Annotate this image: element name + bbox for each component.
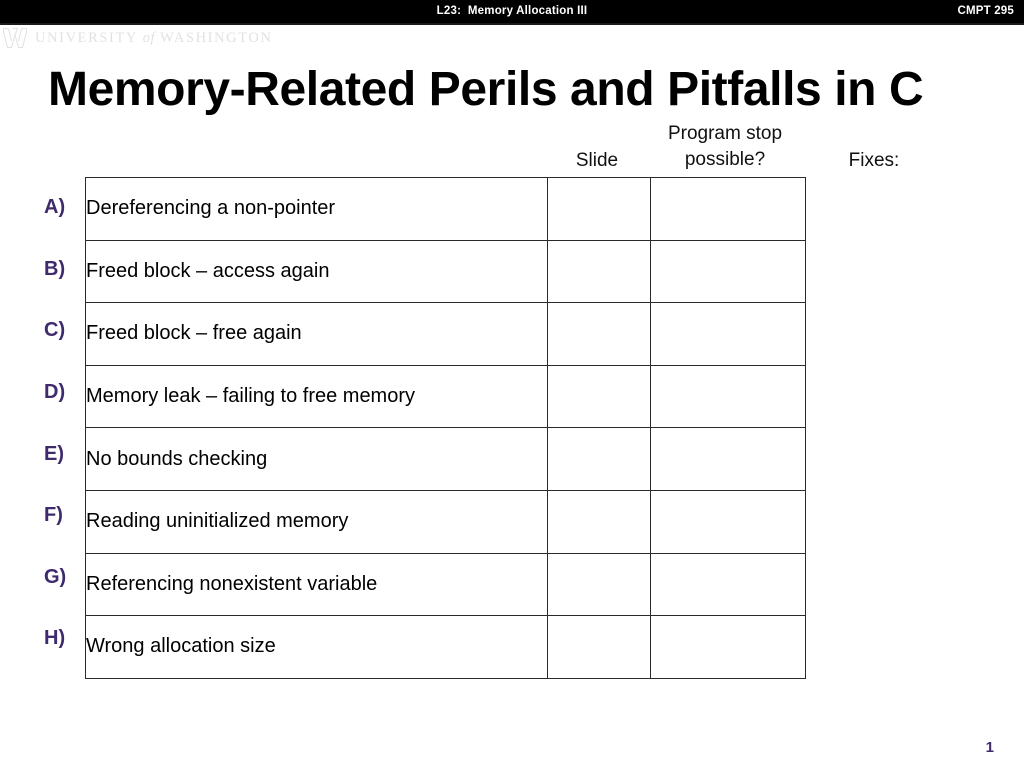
row-letter: H) <box>44 627 66 650</box>
program-stop-cell[interactable] <box>650 552 806 617</box>
column-header-program-stop-line1: Program stop <box>667 123 783 144</box>
table-row: Memory leak – failing to free memory <box>85 364 806 429</box>
peril-description-cell: No bounds checking <box>85 427 548 491</box>
banner-lecture-title: L23: Memory Allocation III <box>436 5 588 17</box>
program-stop-cell[interactable] <box>650 427 806 491</box>
peril-description-cell: Referencing nonexistent variable <box>85 552 548 617</box>
uw-wordmark-washington: WASHINGTON <box>160 29 273 46</box>
row-letter: F) <box>44 504 63 527</box>
table-row: Freed block – access again <box>85 239 806 304</box>
column-header-slide: Slide <box>575 150 619 171</box>
peril-description-cell: Reading uninitialized memory <box>85 489 548 554</box>
row-letter: E) <box>44 442 64 465</box>
uw-wordmark-university: UNIVERSITY <box>35 29 138 46</box>
uw-logo: UNIVERSITY of WASHINGTON <box>2 25 273 51</box>
table-row: Reading uninitialized memory <box>85 489 806 554</box>
table-row: Wrong allocation size <box>85 615 806 679</box>
row-letter-gutter: A) B) C) D) E) F) G) H) <box>44 177 82 670</box>
slide-cell[interactable] <box>547 552 651 617</box>
slide-cell[interactable] <box>547 302 651 366</box>
uw-wordmark: UNIVERSITY of WASHINGTON <box>35 30 273 47</box>
program-stop-cell[interactable] <box>650 177 806 241</box>
row-letter: C) <box>44 319 66 342</box>
slide-cell[interactable] <box>547 177 651 241</box>
row-letter: A) <box>44 196 66 219</box>
page-title: Memory-Related Perils and Pitfalls in C <box>48 63 924 116</box>
banner-underline <box>0 23 1024 25</box>
column-header-program-stop-line2: possible? <box>684 148 766 170</box>
peril-description-cell: Freed block – free again <box>85 302 548 366</box>
peril-description-cell: Wrong allocation size <box>85 615 548 679</box>
peril-description-cell: Freed block – access again <box>85 239 548 304</box>
uw-wordmark-of: of <box>142 29 156 46</box>
peril-description-cell: Dereferencing a non-pointer <box>85 177 548 241</box>
program-stop-cell[interactable] <box>650 239 806 304</box>
row-letter: B) <box>44 257 66 280</box>
table-row: Freed block – free again <box>85 302 806 366</box>
row-letter: G) <box>44 565 67 588</box>
table-row: Dereferencing a non-pointer <box>85 177 806 241</box>
column-header-program-stop: Program stop possible? <box>648 121 802 172</box>
table-row: No bounds checking <box>85 427 806 491</box>
slide-cell[interactable] <box>547 427 651 491</box>
table-row: Referencing nonexistent variable <box>85 552 806 617</box>
slide-cell[interactable] <box>547 489 651 554</box>
slide-cell[interactable] <box>547 239 651 304</box>
program-stop-cell[interactable] <box>650 364 806 429</box>
program-stop-cell[interactable] <box>650 489 806 554</box>
page-number: 1 <box>985 739 994 756</box>
program-stop-cell[interactable] <box>650 302 806 366</box>
slide-cell[interactable] <box>547 364 651 429</box>
banner-course-code: CMPT 295 <box>957 5 1014 17</box>
slide-cell[interactable] <box>547 615 651 679</box>
row-letter: D) <box>44 381 66 404</box>
column-header-fixes: Fixes: <box>848 150 900 171</box>
top-banner: L23: Memory Allocation III CMPT 295 <box>0 0 1024 23</box>
peril-description-cell: Memory leak – failing to free memory <box>85 364 548 429</box>
program-stop-cell[interactable] <box>650 615 806 679</box>
uw-w-monogram-icon <box>3 28 27 48</box>
